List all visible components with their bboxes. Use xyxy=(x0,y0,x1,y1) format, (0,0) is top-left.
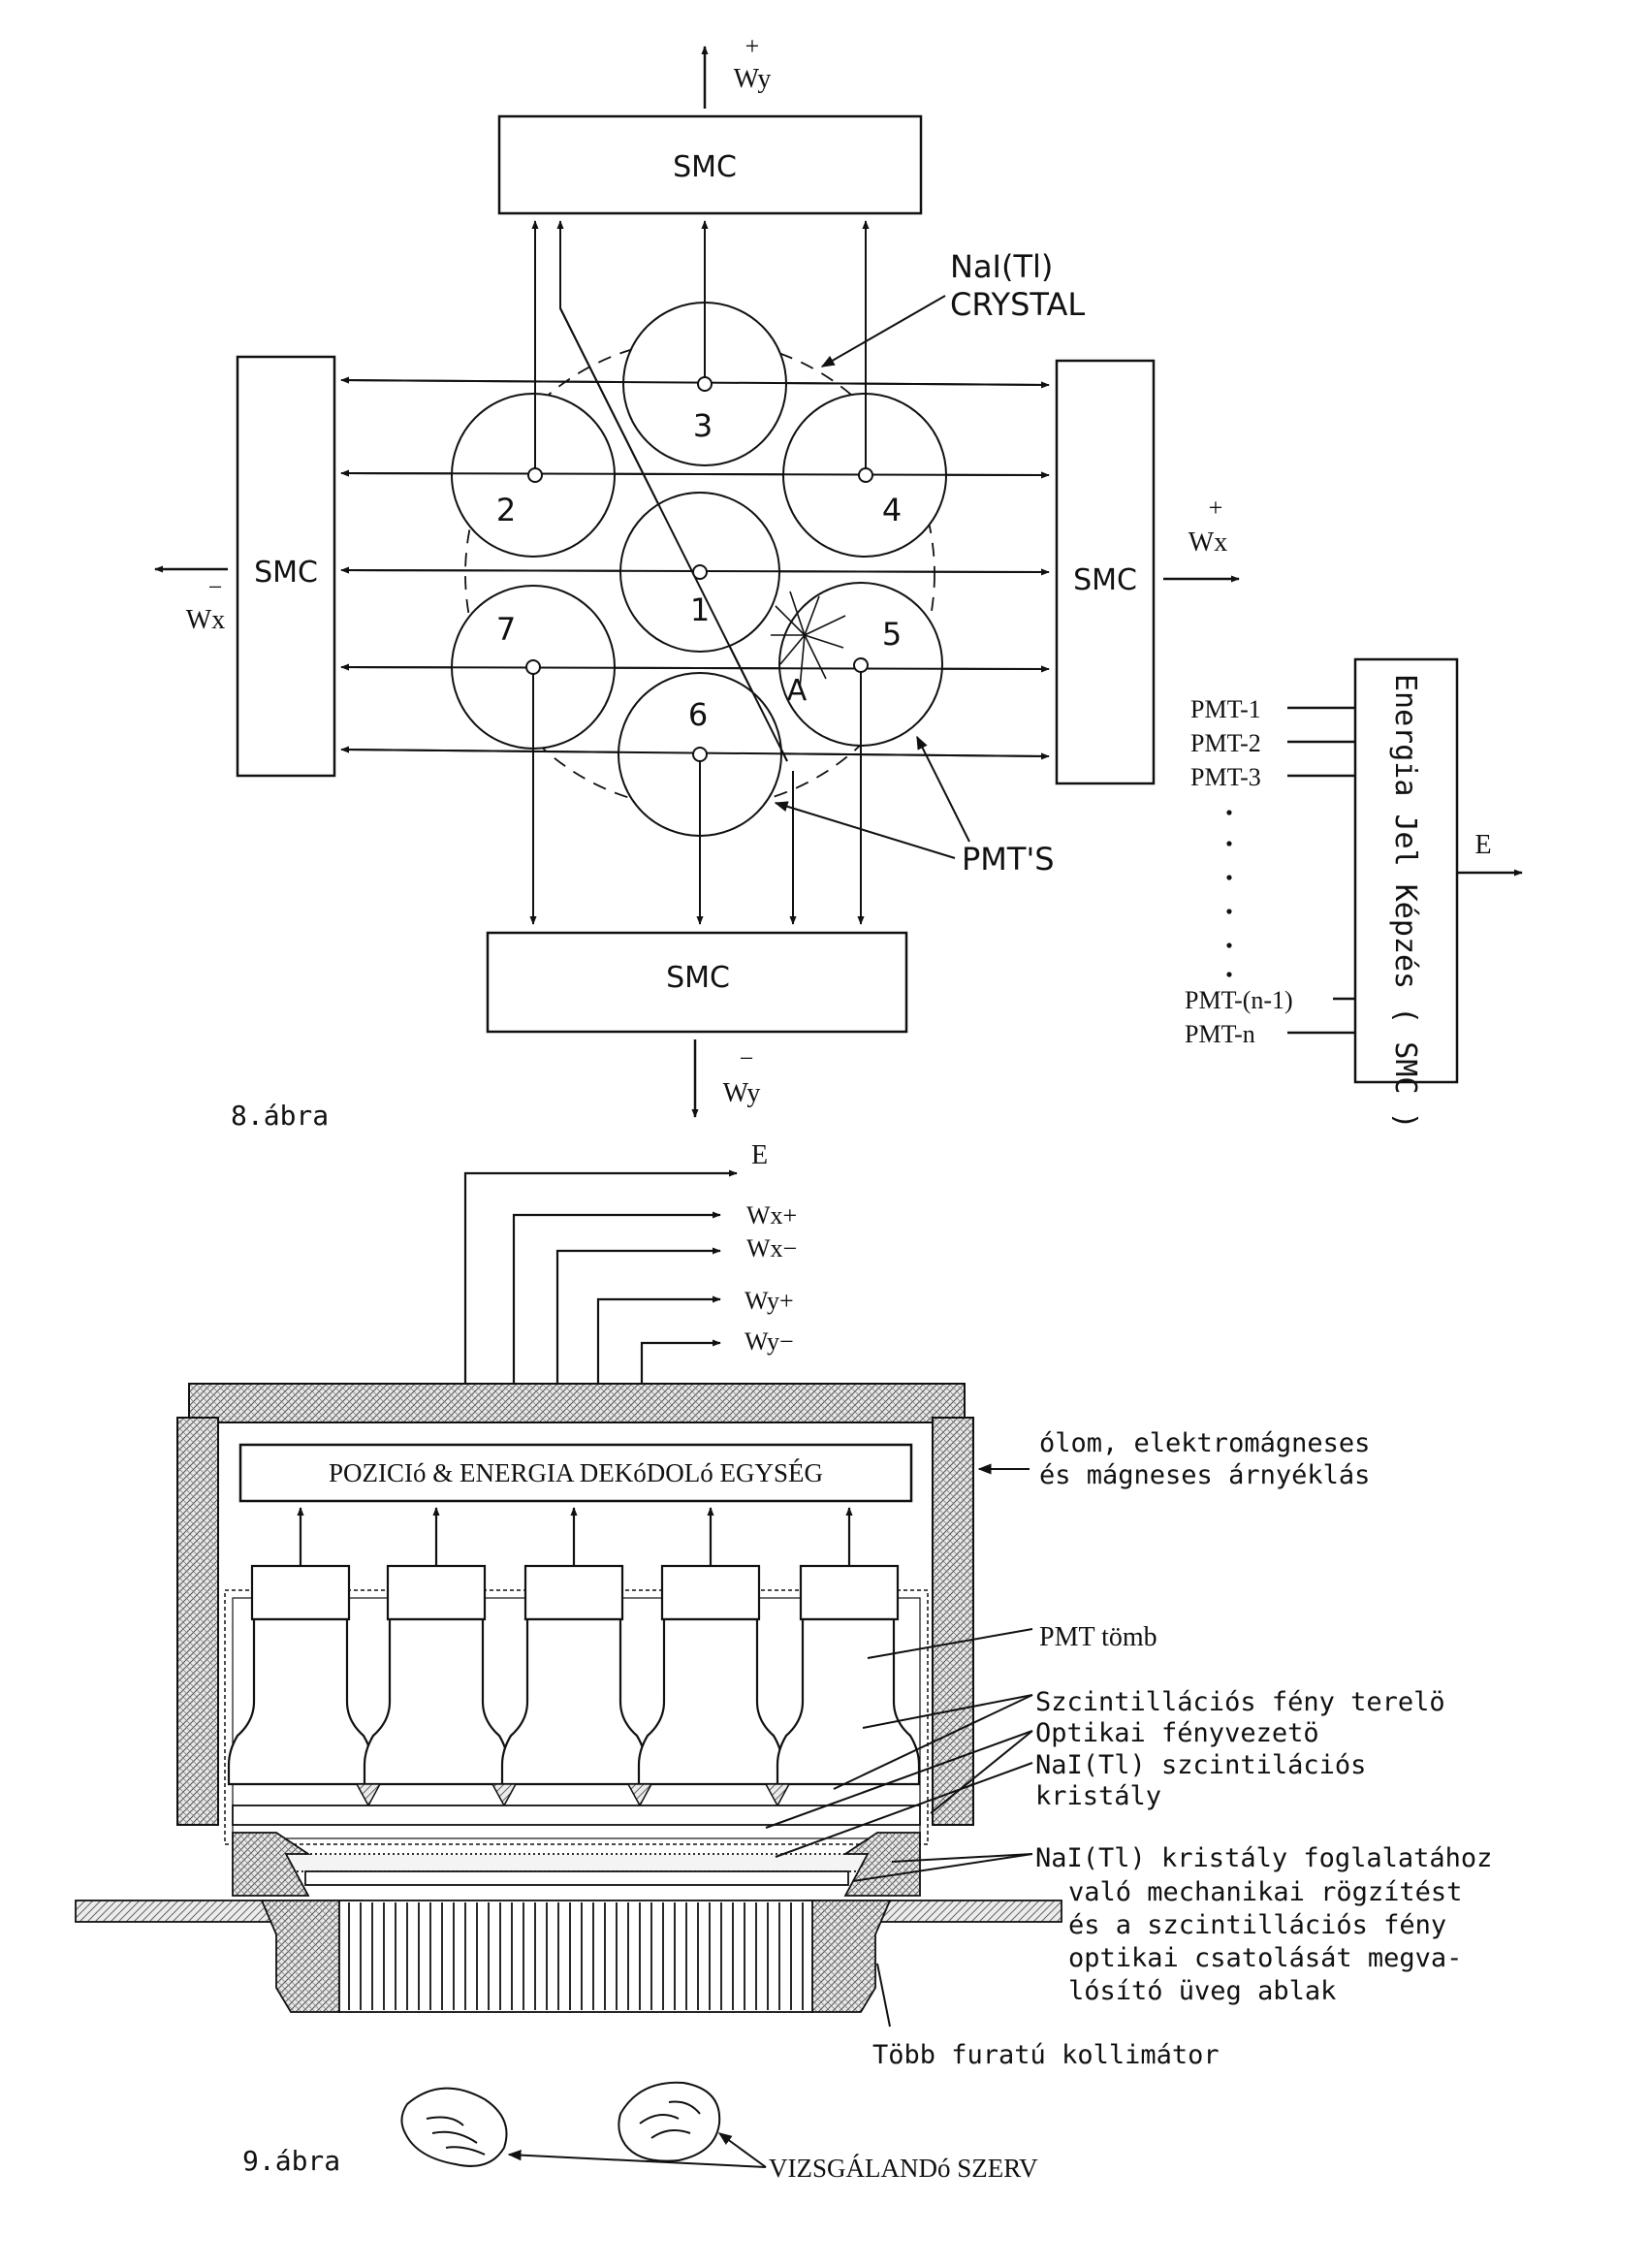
smc-bottom-label: SMC xyxy=(666,961,730,995)
organ-pointer-left xyxy=(507,2150,767,2168)
pmt-tube-row xyxy=(227,1507,921,1786)
output-wx-plus: Wx+ xyxy=(746,1201,797,1230)
smc-top-label: SMC xyxy=(673,150,737,184)
output-wx-minus: Wx− xyxy=(746,1234,797,1262)
smc-left-label: SMC xyxy=(254,556,318,590)
collimator-label: Több furatú kollimátor xyxy=(872,2040,1220,2070)
pmt-center-dots xyxy=(525,376,873,762)
pmt-tube-2 xyxy=(363,1507,510,1786)
figure-8-caption: 8.ábra xyxy=(231,1100,329,1132)
light-deflector-wedges xyxy=(355,1783,791,1807)
shield-label-line1: ólom, elektromágneses xyxy=(1039,1428,1370,1458)
collimator-frame-right xyxy=(811,1900,892,2013)
crystal-label-line2: CRYSTAL xyxy=(950,286,1085,323)
shield-label-line2: és mágneses árnyéklás xyxy=(1039,1460,1370,1490)
energy-input-pmt-1: PMT-1 xyxy=(1190,695,1261,723)
smc-box-top xyxy=(497,114,923,215)
pmt-number-3: 3 xyxy=(693,407,713,444)
pmt-tube-1 xyxy=(227,1507,374,1786)
inner-housing xyxy=(224,1589,929,1845)
wx-minus-sign: − xyxy=(208,573,223,601)
energy-output-label: E xyxy=(1474,830,1491,860)
pmts-label: PMT'S xyxy=(962,841,1055,878)
smc-box-left xyxy=(236,355,336,778)
pmt-tube-3 xyxy=(500,1507,648,1786)
energy-input-pmt-2: PMT-2 xyxy=(1190,729,1261,757)
glass-window xyxy=(304,1870,849,1886)
window-label-line5: lósító üveg ablak xyxy=(1068,1976,1336,2006)
pmt-block-label: PMT tömb xyxy=(1039,1622,1157,1652)
energy-input-pmt-n: PMT-n xyxy=(1185,1020,1255,1048)
figure-9-caption: 9.ábra xyxy=(242,2145,340,2177)
smc-box-bottom xyxy=(486,931,908,1034)
organ-pointer-right xyxy=(717,2132,767,2168)
crystal-pointer-arrow xyxy=(820,295,946,367)
energy-box-label: Energia Jel Képzés ( SMC ) xyxy=(1388,674,1422,1130)
wx-plus-label: Wx xyxy=(1188,527,1227,558)
energy-input-pmt-n-1: PMT-(n-1) xyxy=(1185,986,1293,1014)
wy-plus-sign: + xyxy=(745,32,760,60)
window-label-line3: és a szcintillációs fény xyxy=(1068,1910,1446,1940)
energy-input-ellipsis xyxy=(1226,810,1232,977)
window-label-line1: NaI(Tl) kristály foglalatához xyxy=(1035,1843,1492,1873)
pmt-number-5: 5 xyxy=(882,616,902,653)
pmts-pointer-arrow-2 xyxy=(774,801,956,859)
collimator-frame-left xyxy=(260,1900,340,2013)
figure-9: E Wx+ Wx− Wy+ Wy− POZICIó & ENERGIA DEKó… xyxy=(75,1140,1492,2183)
wx-plus-sign: + xyxy=(1209,494,1223,522)
smc-right-label: SMC xyxy=(1073,563,1137,597)
pmt-number-2: 2 xyxy=(496,492,516,528)
crystal-label-line1-fig9: NaI(Tl) szcintilációs xyxy=(1035,1750,1366,1780)
organ-label: VIZSGÁLANDó SZERV xyxy=(769,2154,1038,2183)
collimator-holes xyxy=(338,1900,813,2013)
window-label-line4: optikai csatolását megva- xyxy=(1068,1943,1462,1973)
pmt-number-6: 6 xyxy=(688,696,708,733)
decoder-output-lines xyxy=(463,1169,738,1396)
energy-input-lines xyxy=(1287,706,1355,1035)
shield-left xyxy=(176,1417,219,1826)
optical-light-guide xyxy=(232,1805,921,1826)
window-label-line2: való mechanikai rögzítést xyxy=(1068,1877,1462,1907)
light-deflector-label: Szcintillációs fény terelö xyxy=(1035,1687,1445,1717)
nai-crystal-layer xyxy=(285,1853,869,1872)
collimator-septa xyxy=(348,1902,804,2010)
scintillation-event-burst xyxy=(771,591,846,689)
output-e: E xyxy=(751,1140,768,1170)
output-wy-minus: Wy− xyxy=(745,1327,794,1356)
wy-plus-label: Wy xyxy=(734,64,772,94)
crystal-label-line1: NaI(Tl) xyxy=(950,248,1053,285)
organ-right-icon xyxy=(618,2081,721,2162)
decoder-unit-label: POZICIó & ENERGIA DEKóDOLó EGYSÉG xyxy=(329,1458,823,1487)
optical-guide-label: Optikai fényvezetö xyxy=(1035,1718,1319,1748)
shield-top xyxy=(188,1383,966,1423)
figure-8: SMC SMC SMC SMC + Wy − Wy − Wx + Wx xyxy=(154,32,1523,1132)
shield-right xyxy=(932,1417,974,1826)
output-wy-plus: Wy+ xyxy=(745,1287,794,1315)
wy-minus-sign: − xyxy=(740,1044,754,1072)
fig9-leader-lines xyxy=(765,1463,1033,2028)
pmt-tube-4 xyxy=(637,1507,784,1786)
energy-signal-box xyxy=(1353,657,1459,1084)
energy-input-pmt-3: PMT-3 xyxy=(1190,763,1261,791)
pmt-number-4: 4 xyxy=(882,492,902,528)
smc-box-right xyxy=(1055,359,1156,785)
pmts-pointer-arrow-1 xyxy=(916,735,970,843)
pmt-number-7: 7 xyxy=(496,611,516,648)
organ-left-icon xyxy=(400,2087,508,2167)
wx-minus-label: Wx xyxy=(186,605,225,635)
crystal-holder-left xyxy=(232,1832,311,1897)
event-label-a: A xyxy=(787,674,808,708)
wy-minus-label: Wy xyxy=(723,1078,761,1108)
pmt-tube-5 xyxy=(776,1507,921,1786)
pmt-number-1: 1 xyxy=(690,591,710,628)
crystal-label-line2-fig9: kristály xyxy=(1035,1781,1161,1811)
decoder-unit-box xyxy=(238,1443,913,1503)
